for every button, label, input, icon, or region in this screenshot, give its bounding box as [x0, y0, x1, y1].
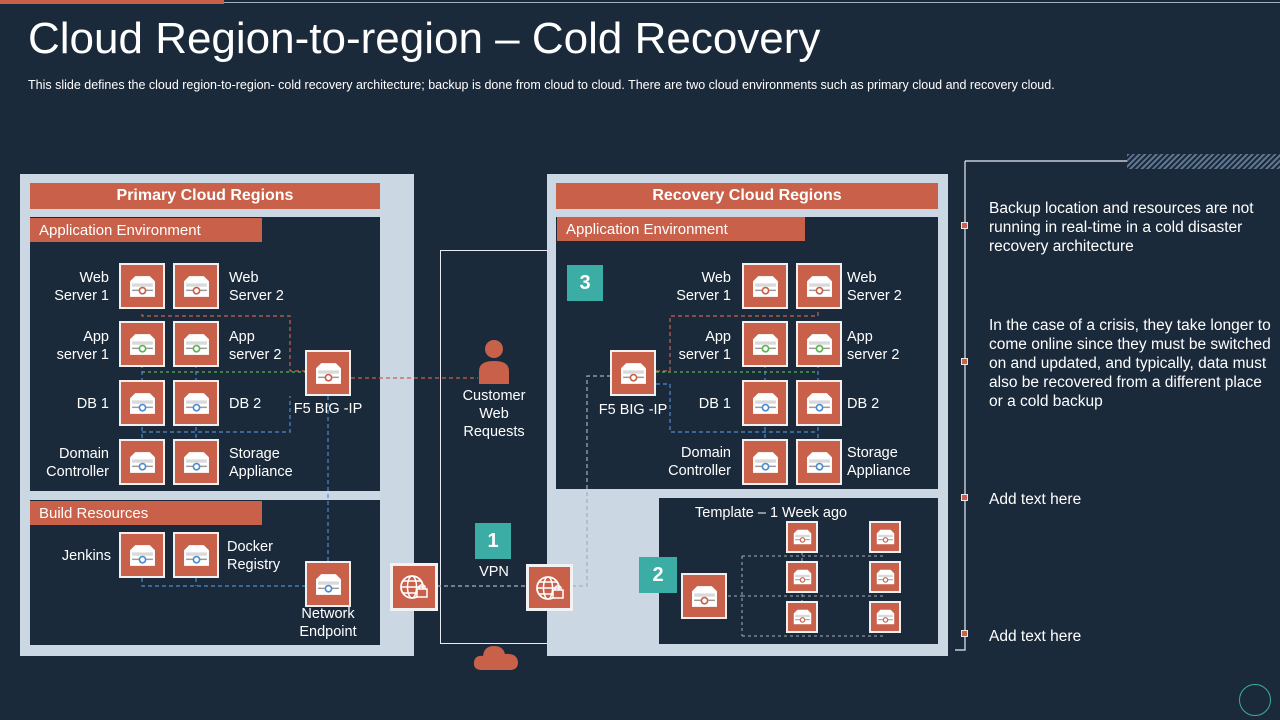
server-icon	[786, 561, 818, 593]
server-icon	[173, 532, 219, 578]
primary-build-resources-label: Build Resources	[30, 501, 262, 525]
primary-f5-label: F5 BIG -IP	[293, 401, 363, 417]
recovery-db-1-label: DB 1	[698, 396, 731, 412]
primary-app-environment-label: Application Environment	[30, 218, 262, 242]
server-icon	[173, 439, 219, 485]
note-bullet-4	[961, 630, 968, 637]
server-icon	[742, 439, 788, 485]
page-subtitle: This slide defines the cloud region-to-r…	[28, 78, 1055, 92]
server-icon	[173, 321, 219, 367]
server-icon	[119, 321, 165, 367]
recovery-app-environment-label: Application Environment	[557, 217, 805, 241]
template-label: Template – 1 Week ago	[695, 505, 848, 521]
top-accent-bar	[0, 0, 224, 4]
server-icon	[119, 380, 165, 426]
globe-lock-icon	[526, 564, 573, 611]
server-icon	[173, 263, 219, 309]
note-bullet-1	[961, 222, 968, 229]
note-2: In the case of a crisis, they take longe…	[989, 317, 1271, 410]
note-3: Add text here	[989, 491, 1082, 508]
server-icon	[796, 321, 842, 367]
server-icon	[119, 263, 165, 309]
primary-db-2-label: DB 2	[229, 396, 262, 412]
server-icon	[119, 439, 165, 485]
server-icon	[742, 380, 788, 426]
jenkins-label: Jenkins	[61, 548, 111, 564]
server-icon	[742, 263, 788, 309]
person-icon	[479, 340, 509, 384]
server-icon	[305, 561, 351, 607]
vpn-label: VPN	[479, 564, 509, 580]
note-1: Backup location and resources are not ru…	[989, 200, 1254, 255]
server-icon	[869, 561, 901, 593]
cloud-icon	[473, 646, 518, 670]
server-icon	[786, 521, 818, 553]
recovery-f5-label: F5 BIG -IP	[598, 402, 668, 418]
corner-circle-decoration	[1239, 684, 1271, 716]
server-icon	[173, 380, 219, 426]
note-bullet-3	[961, 494, 968, 501]
server-icon	[869, 601, 901, 633]
server-icon	[610, 350, 656, 396]
server-icon	[796, 263, 842, 309]
server-icon	[119, 532, 165, 578]
top-rule	[224, 2, 1280, 3]
primary-cloud-header: Primary Cloud Regions	[30, 183, 380, 209]
note-4: Add text here	[989, 628, 1082, 645]
server-icon	[786, 601, 818, 633]
globe-lock-icon	[390, 563, 438, 611]
server-icon	[681, 573, 727, 619]
server-icon	[796, 380, 842, 426]
server-icon	[869, 521, 901, 553]
server-icon	[305, 350, 351, 396]
server-icon	[796, 439, 842, 485]
recovery-db-2-label: DB 2	[847, 396, 880, 412]
recovery-cloud-header: Recovery Cloud Regions	[556, 183, 938, 209]
page-title: Cloud Region-to-region – Cold Recovery	[28, 14, 821, 63]
vpn-step-badge: 1	[475, 523, 511, 559]
recovery-step-badge-2: 2	[639, 557, 677, 593]
hatch-decoration	[1127, 154, 1280, 169]
recovery-step-badge-3: 3	[567, 265, 603, 301]
server-icon	[742, 321, 788, 367]
note-bullet-2	[961, 358, 968, 365]
primary-db-1-label: DB 1	[76, 396, 109, 412]
